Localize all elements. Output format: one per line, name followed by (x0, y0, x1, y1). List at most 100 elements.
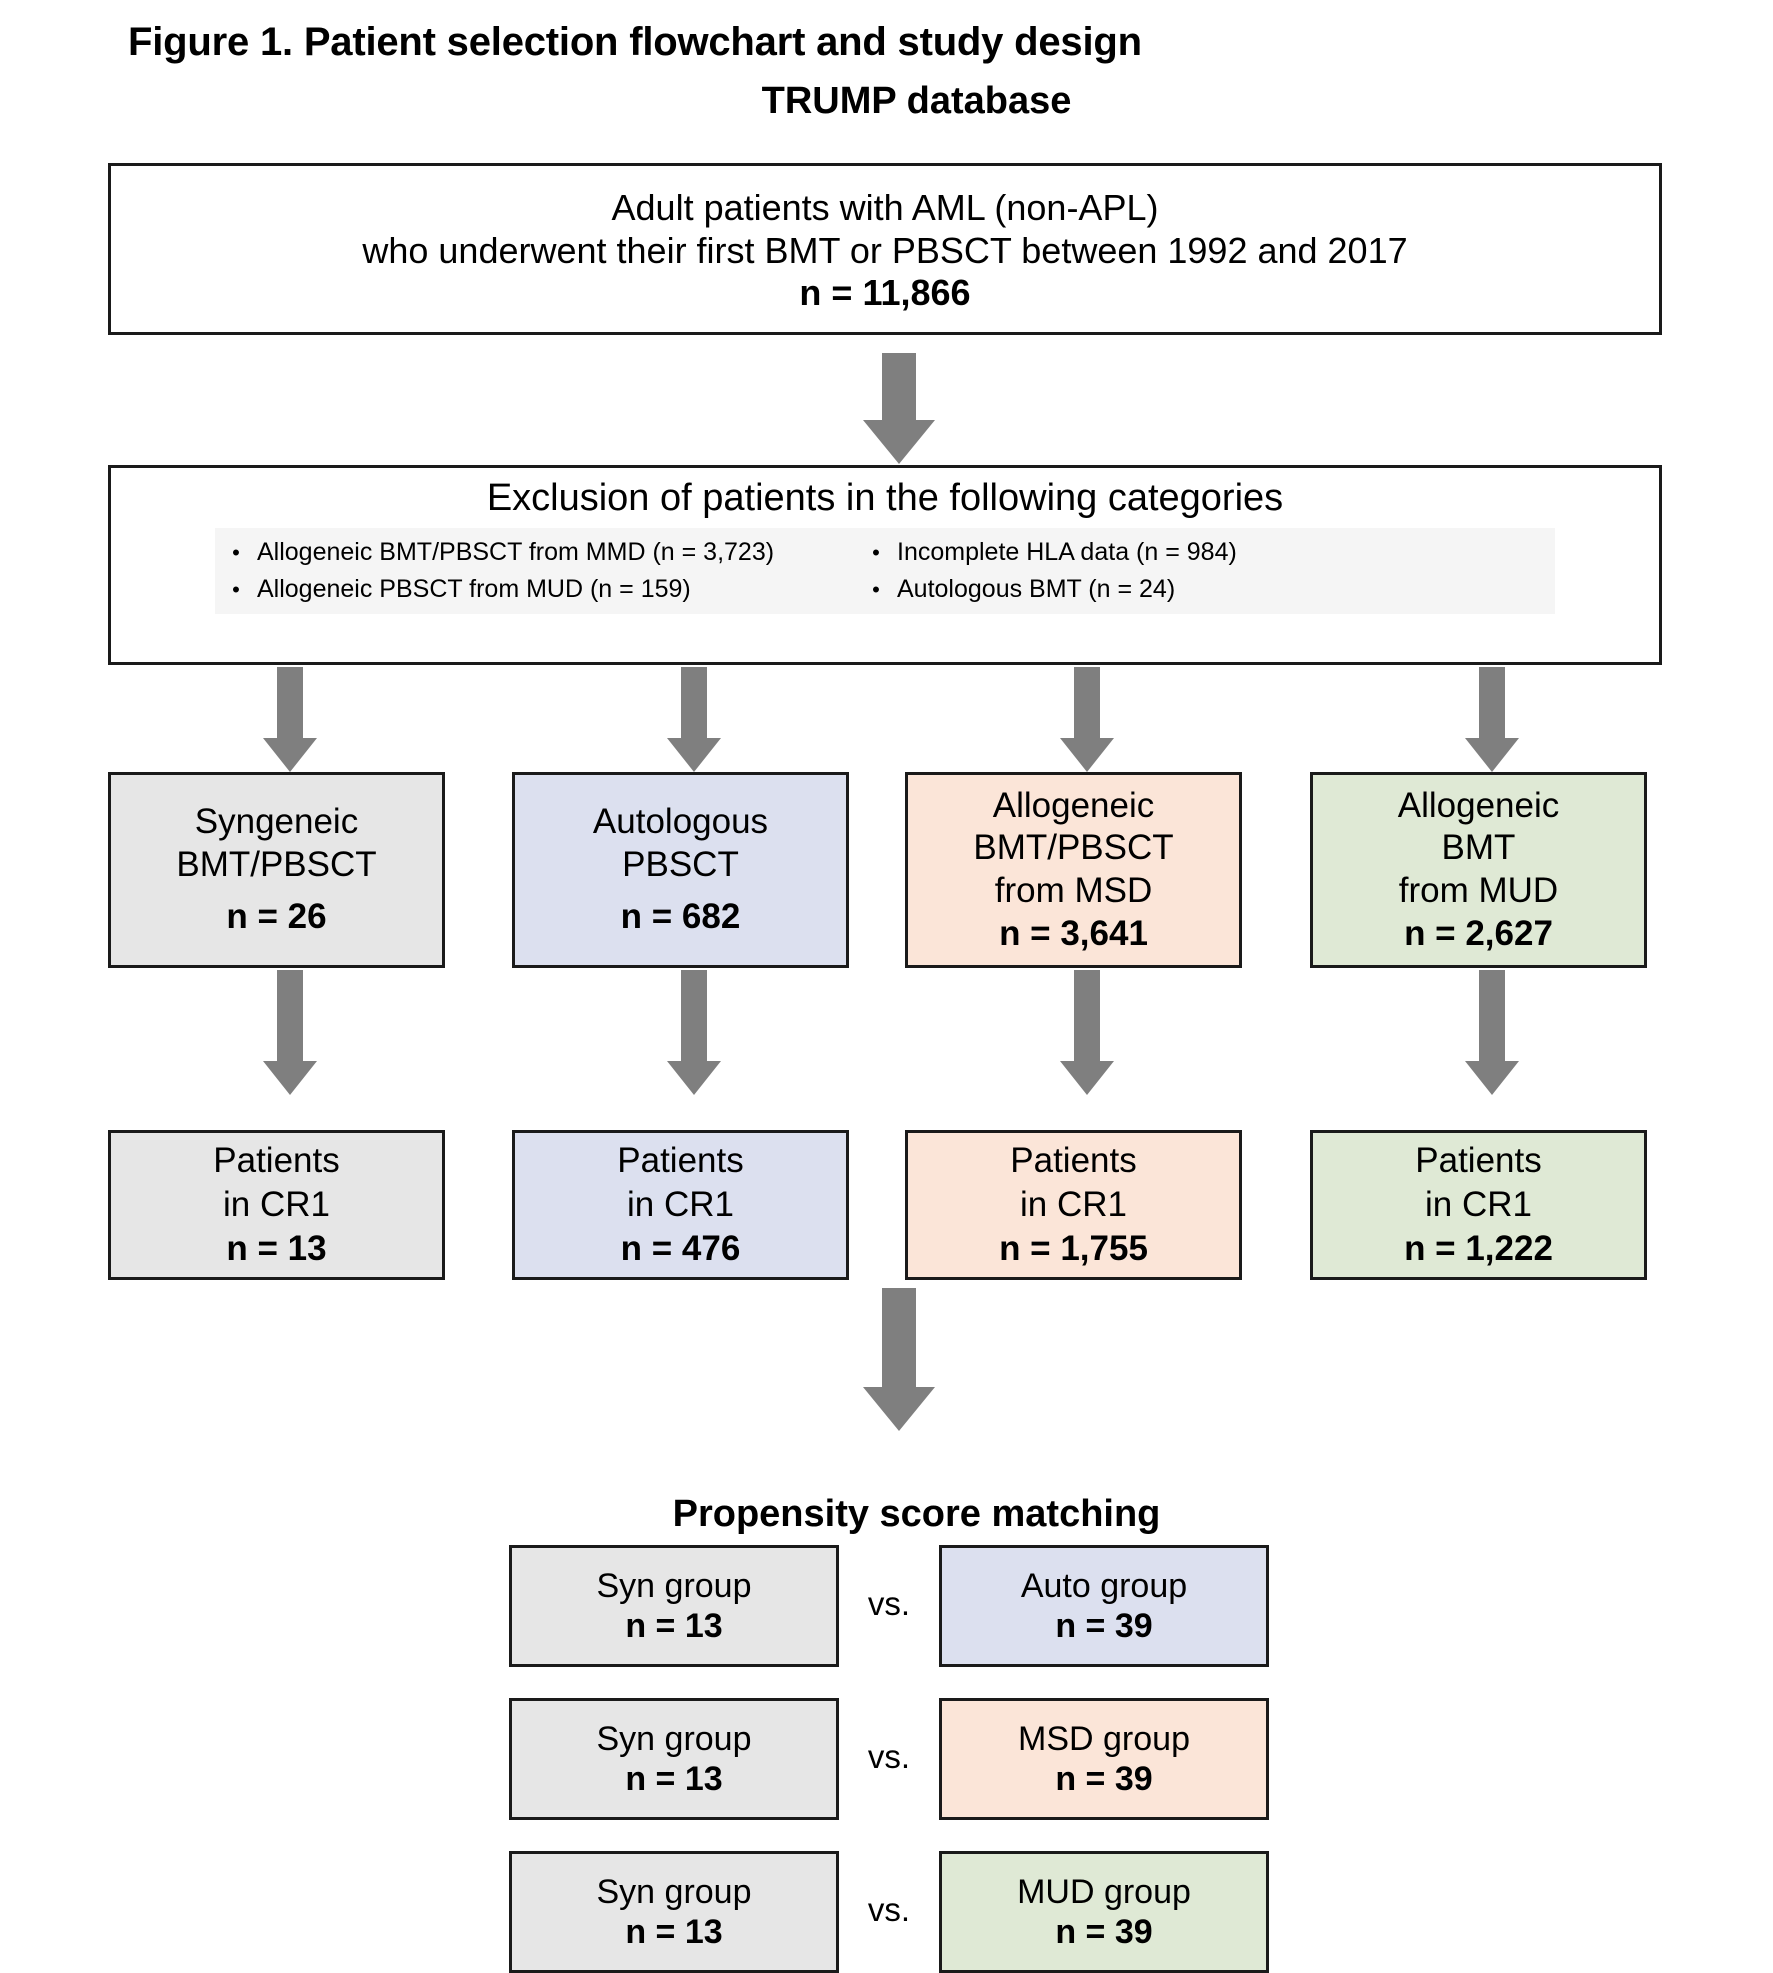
arrow-shaft (1074, 667, 1100, 739)
exclusion-item-label: Allogeneic BMT/PBSCT from MMD (n = 3,723… (257, 537, 775, 566)
group-count: n = 682 (620, 897, 741, 937)
group-line-3: from MUD (1398, 871, 1559, 910)
cr1-box-msd: Patients in CR1 n = 1,755 (905, 1130, 1242, 1280)
arrow-shaft (681, 667, 707, 739)
arrow-shaft (277, 970, 303, 1062)
cohort-line-2: who underwent their first BMT or PBSCT b… (362, 229, 1408, 271)
cr1-box-syngeneic: Patients in CR1 n = 13 (108, 1130, 445, 1280)
exclusion-item-label: Incomplete HLA data (n = 984) (897, 537, 1237, 566)
figure-title: Figure 1. Patient selection flowchart an… (128, 20, 1142, 64)
exclusion-item: • Allogeneic BMT/PBSCT from MMD (n = 3,7… (215, 538, 855, 567)
psm-right-label: MSD group (1018, 1719, 1190, 1758)
arrow-head (263, 738, 317, 772)
database-label: TRUMP database (761, 80, 1072, 122)
psm-right-box-auto: Auto group n = 39 (939, 1545, 1269, 1667)
cohort-count: n = 11,866 (799, 272, 971, 314)
bullet-icon: • (872, 576, 880, 602)
cr1-count: n = 1,755 (999, 1228, 1148, 1268)
arrow-exclusion-to-group-1 (263, 667, 317, 772)
arrow-shaft (882, 353, 916, 421)
arrow-group-4-to-cr1 (1465, 970, 1519, 1095)
cr1-line-1: Patients (213, 1141, 340, 1181)
cohort-line-1: Adult patients with AML (non-APL) (611, 187, 1159, 229)
psm-vs-label: vs. (867, 1585, 911, 1622)
arrow-shaft (1479, 667, 1505, 739)
cr1-line-2: in CR1 (223, 1185, 330, 1225)
group-box-autologous: Autologous PBSCT n = 682 (512, 772, 849, 968)
arrow-head (1060, 1061, 1114, 1095)
psm-left-count: n = 13 (625, 1913, 723, 1951)
psm-vs-label: vs. (867, 1891, 911, 1928)
psm-left-box-syn: Syn group n = 13 (509, 1545, 839, 1667)
exclusion-item-label: Allogeneic PBSCT from MUD (n = 159) (257, 574, 691, 603)
psm-right-label: MUD group (1017, 1872, 1191, 1911)
group-line-1: Allogeneic (992, 785, 1155, 825)
cr1-count: n = 1,222 (1404, 1228, 1553, 1268)
group-box-msd: Allogeneic BMT/PBSCT from MSD n = 3,641 (905, 772, 1242, 968)
group-line-2: BMT (1441, 828, 1516, 868)
arrow-head (1465, 1061, 1519, 1095)
cr1-line-1: Patients (617, 1141, 744, 1181)
exclusion-heading: Exclusion of patients in the following c… (486, 477, 1284, 519)
exclusion-box: Exclusion of patients in the following c… (108, 465, 1662, 665)
exclusion-item: • Autologous BMT (n = 24) (855, 575, 1555, 604)
group-line-2: BMT/PBSCT (176, 844, 377, 884)
cohort-box: Adult patients with AML (non-APL) who un… (108, 163, 1662, 335)
cr1-count: n = 13 (226, 1228, 327, 1268)
group-line-1: Autologous (592, 801, 769, 841)
psm-right-label: Auto group (1020, 1566, 1188, 1605)
cr1-count: n = 476 (620, 1228, 741, 1268)
cr1-line-2: in CR1 (1020, 1185, 1127, 1225)
group-line-1: Syngeneic (194, 801, 359, 841)
cr1-box-mud: Patients in CR1 n = 1,222 (1310, 1130, 1647, 1280)
arrow-shaft (882, 1288, 916, 1388)
group-line-1: Allogeneic (1397, 785, 1560, 825)
psm-right-count: n = 39 (1055, 1760, 1153, 1798)
arrow-head (863, 420, 935, 464)
group-line-2: BMT/PBSCT (973, 828, 1174, 868)
psm-right-box-msd: MSD group n = 39 (939, 1698, 1269, 1820)
arrow-shaft (277, 667, 303, 739)
bullet-icon: • (232, 576, 240, 602)
psm-left-count: n = 13 (625, 1607, 723, 1645)
cr1-line-2: in CR1 (1425, 1185, 1532, 1225)
arrow-exclusion-to-group-3 (1060, 667, 1114, 772)
bullet-icon: • (232, 539, 240, 565)
arrow-group-2-to-cr1 (667, 970, 721, 1095)
group-count: n = 26 (226, 897, 327, 937)
psm-right-count: n = 39 (1055, 1913, 1153, 1951)
arrow-head (667, 1061, 721, 1095)
group-count: n = 3,641 (999, 913, 1148, 953)
group-line-2: PBSCT (622, 844, 739, 884)
exclusion-list: • Allogeneic BMT/PBSCT from MMD (n = 3,7… (215, 527, 1555, 614)
arrow-head (1060, 738, 1114, 772)
arrow-group-3-to-cr1 (1060, 970, 1114, 1095)
psm-comparison-row: Syn group n = 13 vs. Auto group n = 39 (509, 1545, 1269, 1667)
exclusion-item: • Allogeneic PBSCT from MUD (n = 159) (215, 575, 855, 604)
arrow-head (863, 1387, 935, 1431)
exclusion-item: • Incomplete HLA data (n = 984) (855, 538, 1555, 567)
group-count: n = 2,627 (1404, 913, 1553, 953)
psm-comparison-row: Syn group n = 13 vs. MSD group n = 39 (509, 1698, 1269, 1820)
psm-right-count: n = 39 (1055, 1607, 1153, 1645)
arrow-exclusion-to-group-4 (1465, 667, 1519, 772)
psm-left-label: Syn group (596, 1872, 752, 1911)
psm-right-box-mud: MUD group n = 39 (939, 1851, 1269, 1973)
arrow-head (667, 738, 721, 772)
psm-left-box-syn: Syn group n = 13 (509, 1851, 839, 1973)
arrow-shaft (681, 970, 707, 1062)
arrow-shaft (1479, 970, 1505, 1062)
arrow-exclusion-to-group-2 (667, 667, 721, 772)
exclusion-item-label: Autologous BMT (n = 24) (897, 574, 1176, 603)
arrow-head (263, 1061, 317, 1095)
group-box-mud: Allogeneic BMT from MUD n = 2,627 (1310, 772, 1647, 968)
arrow-group-1-to-cr1 (263, 970, 317, 1095)
group-line-3: from MSD (994, 871, 1153, 910)
arrow-shaft (1074, 970, 1100, 1062)
cr1-line-1: Patients (1010, 1141, 1137, 1181)
cr1-line-1: Patients (1415, 1141, 1542, 1181)
arrow-cohort-to-exclusion (863, 353, 935, 464)
psm-left-count: n = 13 (625, 1760, 723, 1798)
group-box-syngeneic: Syngeneic BMT/PBSCT n = 26 (108, 772, 445, 968)
psm-title: Propensity score matching (672, 1493, 1161, 1535)
